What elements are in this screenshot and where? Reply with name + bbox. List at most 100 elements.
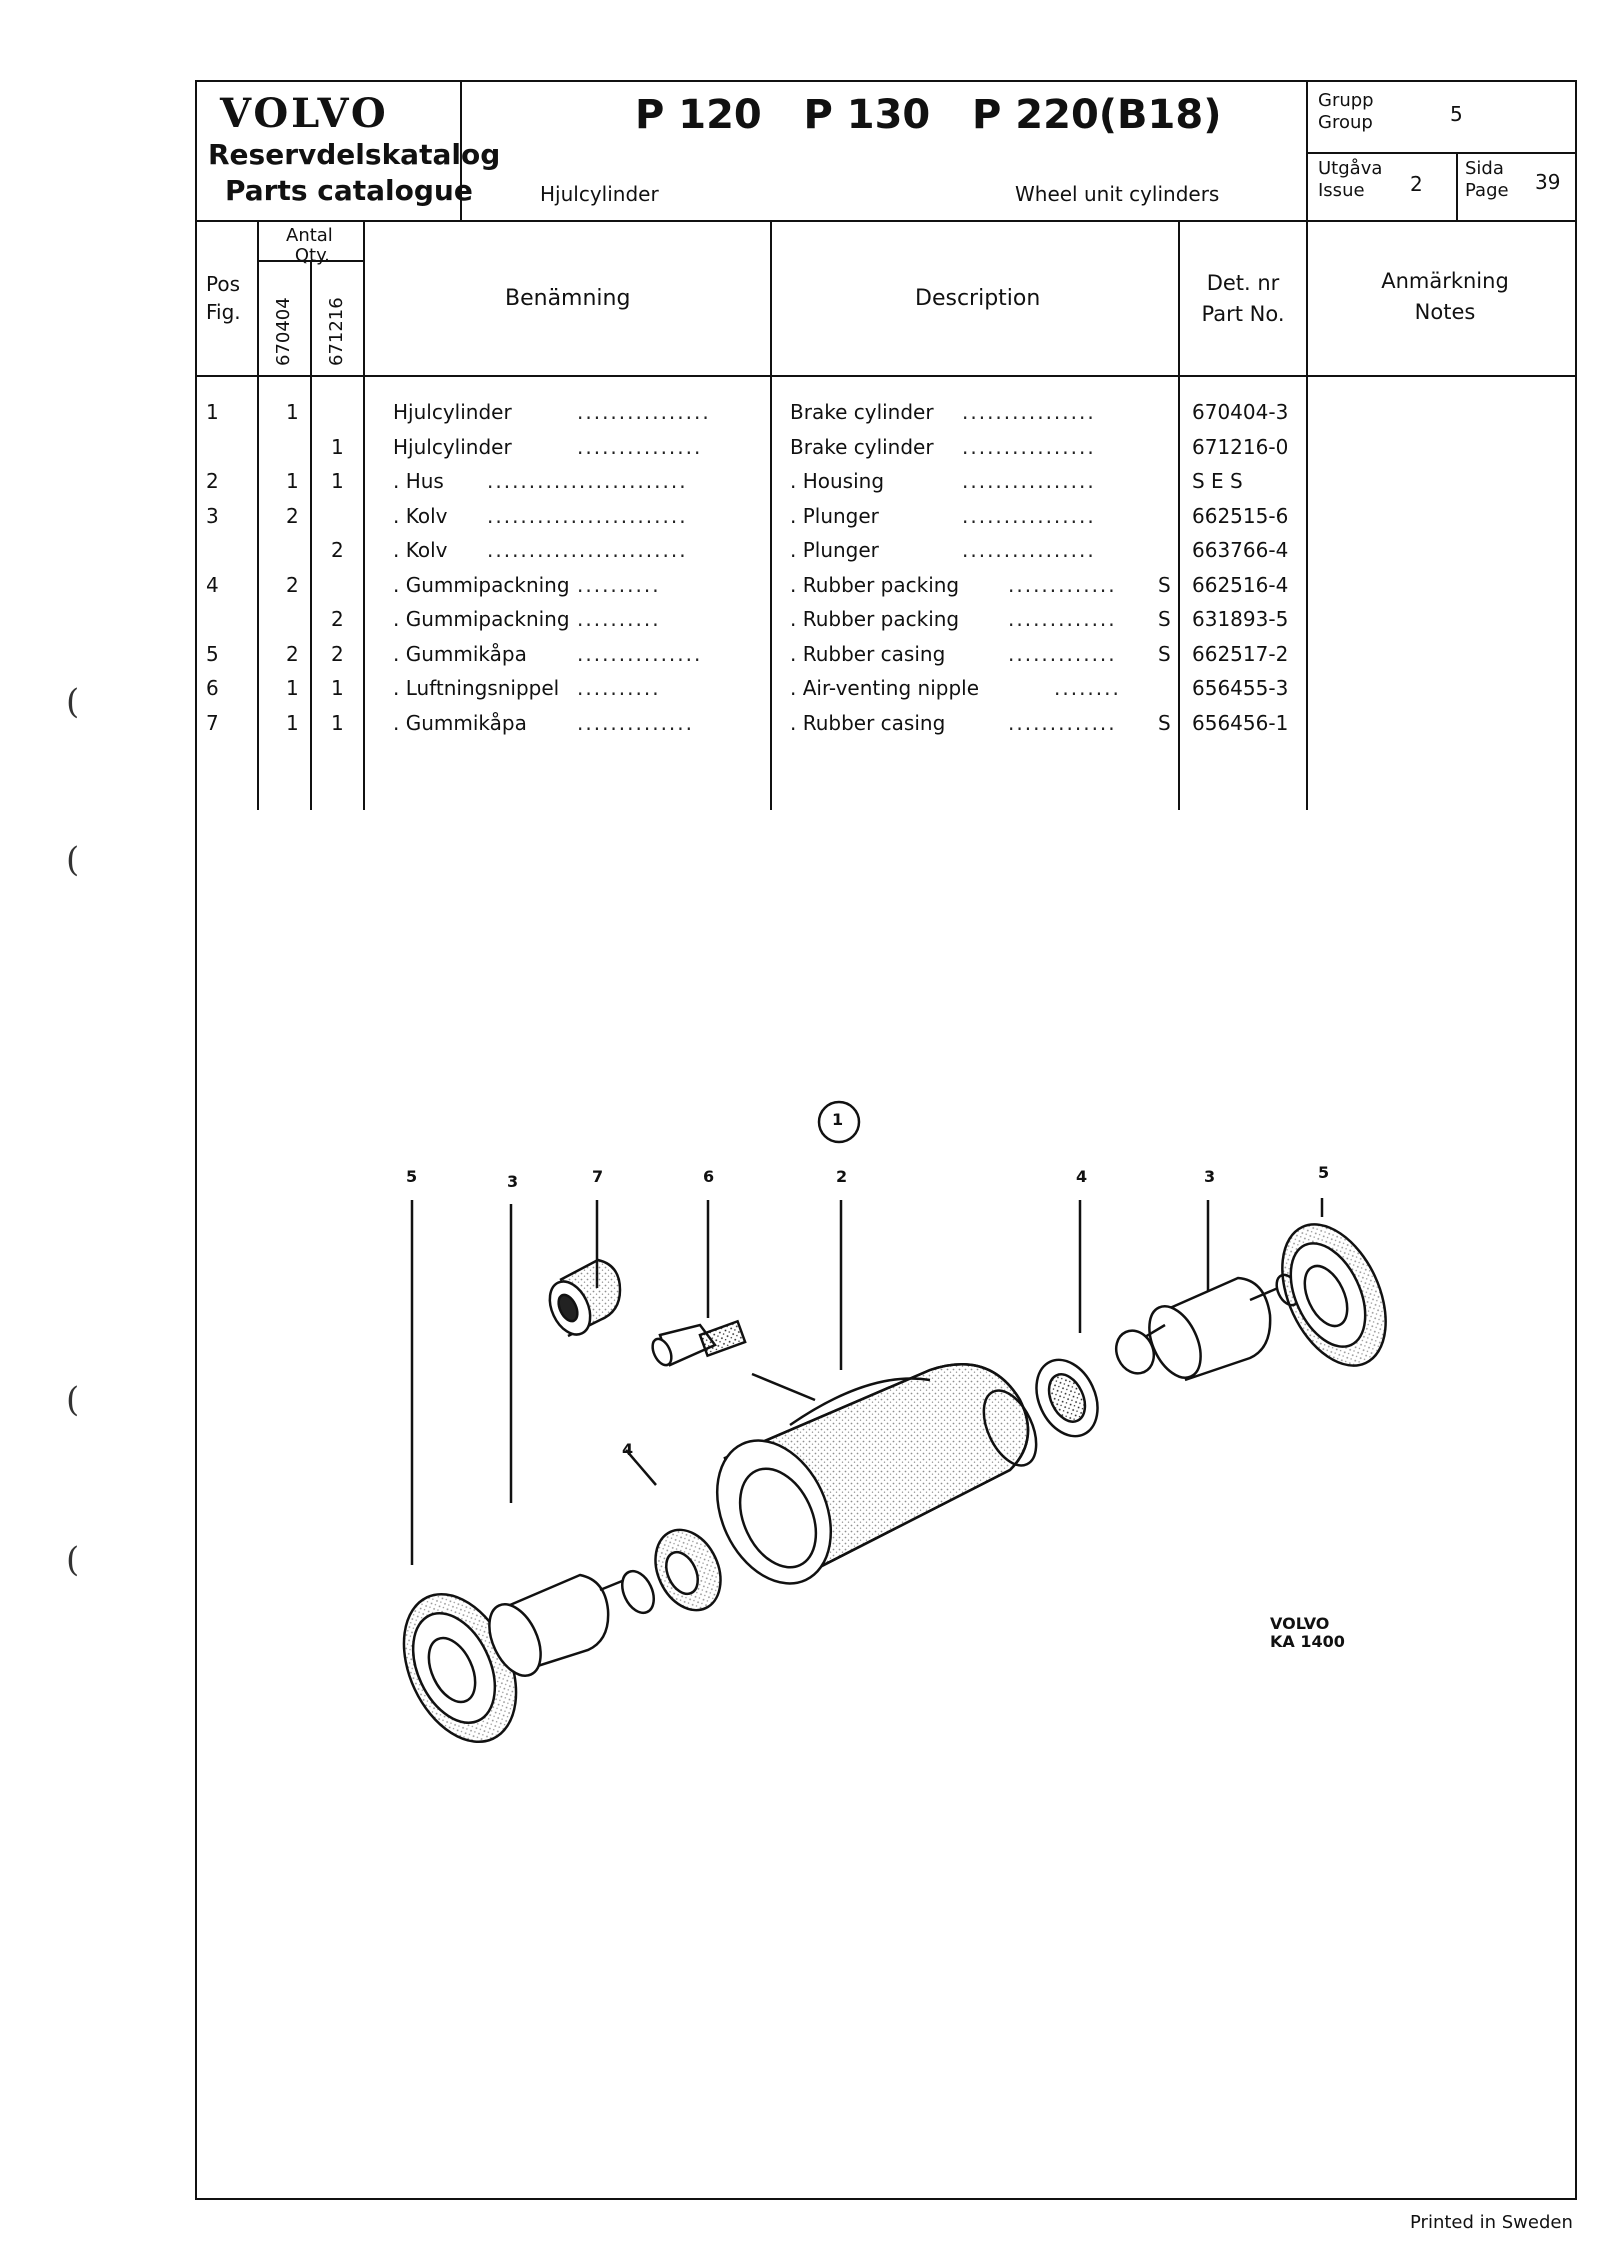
rubber-casing-right bbox=[1281, 1223, 1387, 1367]
row-pos: 7 bbox=[206, 710, 219, 735]
printed-in-footer: Printed in Sweden bbox=[1410, 2212, 1573, 2233]
row-sv: . Hus bbox=[393, 469, 444, 493]
row-en: . Rubber casing bbox=[790, 710, 946, 735]
callout-label: 4 bbox=[622, 1440, 634, 1459]
row-endots: ................ bbox=[962, 538, 1096, 562]
row-qa: 2 bbox=[286, 641, 299, 666]
qty-sub-rule bbox=[257, 260, 363, 262]
qty-model-671216: 671216 bbox=[326, 297, 347, 366]
column-header-qty: Antal Qty. bbox=[286, 226, 333, 266]
pos-label-en: Fig. bbox=[206, 300, 241, 324]
issue-label-en: Issue bbox=[1318, 180, 1365, 201]
row-en: . Air-venting nipple bbox=[790, 676, 980, 700]
group-value: 5 bbox=[1450, 102, 1463, 126]
row-svdots: ........................ bbox=[487, 503, 688, 528]
row-part: 663766-4 bbox=[1192, 538, 1289, 562]
column-header-partno: Det. nr Part No. bbox=[1198, 268, 1288, 330]
row-qa: 2 bbox=[286, 503, 299, 528]
row-sv: . Luftningsnippel bbox=[393, 676, 560, 700]
row-qa: 1 bbox=[286, 710, 299, 735]
margin-mark: ( bbox=[66, 1380, 80, 1420]
row-endots: ................ bbox=[962, 469, 1096, 493]
qty-label-sv: Antal bbox=[286, 225, 333, 246]
row-endots: ................ bbox=[962, 434, 1096, 459]
callout-label: 7 bbox=[592, 1167, 604, 1186]
header-page-divider bbox=[1456, 152, 1458, 220]
row-qb: 2 bbox=[331, 607, 344, 631]
row-part: 662516-4 bbox=[1192, 572, 1289, 597]
group-label-sv: Grupp bbox=[1318, 90, 1374, 111]
row-svdots: ................ bbox=[577, 400, 711, 424]
page-label-sv: Sida bbox=[1465, 158, 1504, 179]
callout-label: 2 bbox=[836, 1167, 848, 1186]
rubber-casing-left bbox=[402, 1592, 518, 1744]
row-part: 662517-2 bbox=[1192, 641, 1289, 666]
row-svdots: ............... bbox=[577, 434, 703, 459]
assembly-number: 1 bbox=[832, 1110, 844, 1129]
row-endots: ............. bbox=[1008, 572, 1117, 597]
callout-label: 4 bbox=[1076, 1167, 1088, 1186]
page-value: 39 bbox=[1535, 170, 1561, 194]
row-s: S bbox=[1158, 572, 1171, 597]
col-line-pos bbox=[257, 220, 259, 810]
col-line-qty bbox=[363, 220, 365, 810]
pos-label-sv: Pos bbox=[206, 272, 241, 296]
qty-model-670404: 670404 bbox=[273, 297, 294, 366]
row-pos: 5 bbox=[206, 641, 219, 666]
rubber-packing-right bbox=[1035, 1358, 1099, 1438]
row-svdots: .......... bbox=[577, 572, 661, 597]
row-pos: 4 bbox=[206, 572, 219, 597]
row-part: 656456-1 bbox=[1192, 710, 1289, 735]
column-header-notes: Anmärkning Notes bbox=[1370, 266, 1520, 328]
row-part: 670404-3 bbox=[1192, 400, 1289, 424]
column-header-rule bbox=[195, 375, 1577, 377]
row-en: . Plunger bbox=[790, 538, 879, 562]
col-line-partno bbox=[1306, 220, 1308, 810]
stamp-line-2: KA 1400 bbox=[1270, 1632, 1345, 1651]
row-en: . Rubber packing bbox=[790, 572, 960, 597]
row-svdots: ........................ bbox=[487, 538, 688, 562]
row-sv: . Kolv bbox=[393, 503, 448, 528]
row-part: S E S bbox=[1192, 469, 1243, 493]
row-part: 631893-5 bbox=[1192, 607, 1289, 631]
wheel-cylinder-exploded-illustration bbox=[402, 1100, 1387, 1744]
row-part: 656455-3 bbox=[1192, 676, 1289, 700]
row-sv: . Kolv bbox=[393, 538, 448, 562]
rubber-packing-left bbox=[654, 1528, 722, 1612]
header-bottom-rule bbox=[195, 220, 1577, 222]
group-label-en: Group bbox=[1318, 112, 1373, 133]
row-endots: ............. bbox=[1008, 710, 1117, 735]
row-en: . Rubber casing bbox=[790, 641, 946, 666]
row-part: 662515-6 bbox=[1192, 503, 1289, 528]
row-part: 671216-0 bbox=[1192, 434, 1289, 459]
row-s: S bbox=[1158, 607, 1171, 631]
section-title-sv: Hjulcylinder bbox=[540, 182, 659, 206]
issue-value: 2 bbox=[1410, 172, 1423, 196]
callout-label: 5 bbox=[1318, 1163, 1330, 1182]
col-line-qty-mid bbox=[310, 260, 312, 810]
row-qa: 1 bbox=[286, 469, 299, 493]
row-endots: ........ bbox=[1054, 676, 1121, 700]
row-pos: 3 bbox=[206, 503, 219, 528]
partno-label-en: Part No. bbox=[1201, 302, 1285, 326]
row-qa: 1 bbox=[286, 400, 299, 424]
section-title-en: Wheel unit cylinders bbox=[1015, 182, 1220, 206]
row-svdots: .............. bbox=[577, 710, 695, 735]
stamp-line-1: VOLVO bbox=[1270, 1614, 1330, 1633]
row-s: S bbox=[1158, 641, 1171, 666]
row-en: . Plunger bbox=[790, 503, 879, 528]
row-endots: ................ bbox=[962, 400, 1096, 424]
notes-label-en: Notes bbox=[1414, 300, 1476, 324]
group-label: Grupp Group bbox=[1318, 90, 1374, 134]
row-en: . Rubber packing bbox=[790, 607, 960, 631]
housing-part bbox=[715, 1363, 1038, 1585]
col-line-desc bbox=[1178, 220, 1180, 810]
col-line-name bbox=[770, 220, 772, 810]
row-endots: ............. bbox=[1008, 607, 1117, 631]
row-qb: 1 bbox=[331, 469, 344, 493]
assembly-number-circle bbox=[817, 1100, 861, 1144]
callout-label: 5 bbox=[406, 1167, 418, 1186]
air-venting-nipple bbox=[651, 1319, 747, 1367]
row-svdots: .......... bbox=[577, 676, 661, 700]
page-label: Sida Page bbox=[1465, 158, 1509, 202]
